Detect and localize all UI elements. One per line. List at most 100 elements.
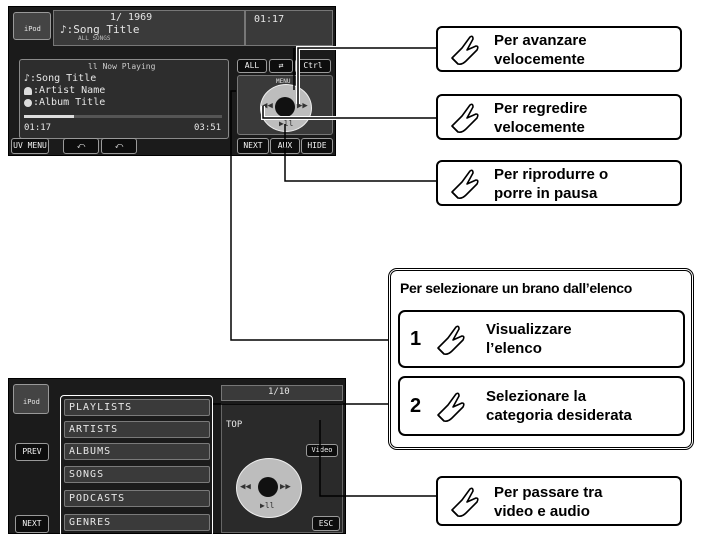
line-step-1 <box>230 90 410 341</box>
list-item-songs[interactable]: SONGS <box>64 466 210 483</box>
song-title-header: ♪:Song Title <box>60 23 140 36</box>
line-video <box>319 420 436 497</box>
step-2-number: 2 <box>410 395 422 417</box>
counter-bar: 1/10 <box>221 385 343 401</box>
ipod-logo-bottom-text: iPod <box>23 398 40 406</box>
progress-fill <box>24 115 74 118</box>
next-label: NEXT <box>243 141 263 150</box>
esc-button[interactable]: ESC <box>312 516 340 531</box>
progress-track <box>24 115 222 118</box>
line-fast-reverse-core <box>262 106 436 119</box>
callout-pp-line2: porre in pausa <box>494 185 598 202</box>
callout-fast-forward: Per avanzare velocemente <box>436 26 682 72</box>
ctrl-label: Ctrl <box>303 61 323 70</box>
hide-label: HIDE <box>307 141 327 150</box>
callout-video-audio: Per passare tra video e audio <box>436 476 682 526</box>
step-1-line2: l’elenco <box>486 340 542 357</box>
list-counter: 1/10 <box>268 387 290 397</box>
header-bar: 1/ 1969 ♪:Song Title ALL SONGS <box>53 10 245 46</box>
line-fast-forward <box>296 46 436 104</box>
uv-menu-label: UV MENU <box>13 141 47 150</box>
song-line: ♪:Song Title <box>24 73 97 84</box>
now-playing-panel: ll Now Playing ♪:Song Title :Artist Name… <box>19 59 229 139</box>
callout-va-line2: video e audio <box>494 503 590 520</box>
elapsed-time: 01:17 <box>24 123 52 133</box>
fast-reverse-icon[interactable]: ◀◀ <box>262 101 273 111</box>
func-icon-2: ⤺ <box>114 141 124 150</box>
remaining-time: 03:51 <box>194 123 222 133</box>
line-fast-reverse <box>261 106 436 120</box>
ctrl-button[interactable]: Ctrl <box>295 59 331 73</box>
top-screen: iPod 1/ 1969 ♪:Song Title ALL SONGS 01:1… <box>8 6 336 156</box>
bottom-center-button[interactable] <box>258 477 278 497</box>
video-label: Video <box>311 446 333 454</box>
video-button[interactable]: Video <box>306 444 338 457</box>
fast-forward-icon[interactable]: ▶▶ <box>297 101 308 111</box>
callout-play-pause: Per riprodurre o porre in pausa <box>436 160 682 206</box>
list-item-podcasts[interactable]: PODCASTS <box>64 490 210 507</box>
line-fast-forward-core <box>297 47 436 104</box>
bottom-forward-icon[interactable]: ▶▶ <box>280 482 291 492</box>
callout-ff-line1: Per avanzare <box>494 32 587 49</box>
next-button[interactable]: NEXT <box>237 138 269 154</box>
uv-menu-button[interactable]: UV MENU <box>11 138 49 154</box>
dial-menu-label: MENU <box>276 78 291 85</box>
list-item-artists[interactable]: ARTISTS <box>64 421 210 438</box>
ipod-logo: iPod <box>13 12 51 40</box>
category-area: TOP Video ◀◀ ▶▶ ▶ll ESC <box>221 403 343 533</box>
center-button[interactable] <box>275 97 295 117</box>
shuffle-icon-button[interactable]: ⇄ <box>269 59 293 73</box>
next-bottom-label: NEXT <box>22 519 42 528</box>
step-1: 1 Visualizzare l’elenco <box>398 310 685 368</box>
control-dial <box>260 84 312 132</box>
step-1-line1: Visualizzare <box>486 321 572 338</box>
step-1-number: 1 <box>410 328 422 350</box>
step-2-line2: categoria desiderata <box>486 407 632 424</box>
shuffle-all-label: ALL <box>244 61 260 70</box>
play-pause-icon[interactable]: ▶ll <box>279 119 294 128</box>
func-button-1[interactable]: ⤺ <box>63 138 99 154</box>
bottom-reverse-icon[interactable]: ◀◀ <box>240 482 251 492</box>
album-line: :Album Title <box>33 97 106 108</box>
clock-bar: 01:17 <box>245 10 333 46</box>
ipod-logo-text: iPod <box>24 25 41 33</box>
hide-button[interactable]: HIDE <box>301 138 333 154</box>
list-item-playlists[interactable]: PLAYLISTS <box>64 399 210 416</box>
touch-hand-icon <box>451 169 479 199</box>
touch-hand-icon <box>451 103 479 133</box>
now-playing-label: ll Now Playing <box>88 62 156 71</box>
shuffle-all-button[interactable]: ALL <box>237 59 267 73</box>
touch-hand-icon <box>437 392 465 422</box>
list-item-genres[interactable]: GENRES <box>64 514 210 531</box>
bottom-play-pause-icon[interactable]: ▶ll <box>260 501 275 510</box>
line-play-pause <box>284 124 436 182</box>
artist-icon <box>24 87 32 95</box>
step-2-line1: Selezionare la <box>486 388 587 405</box>
func-icon-1: ⤺ <box>76 141 86 150</box>
prev-label: PREV <box>22 447 42 456</box>
track-counter: 1/ 1969 <box>110 12 153 23</box>
list-procedure-title: Per selezionare un brano dall’elenco <box>400 280 632 296</box>
touch-hand-icon <box>451 487 479 517</box>
esc-label: ESC <box>318 519 334 528</box>
step-2: 2 Selezionare la categoria desiderata <box>398 376 685 436</box>
callout-fr-line2: velocemente <box>494 119 585 136</box>
prev-button[interactable]: PREV <box>15 443 49 461</box>
control-dial-area: MENU ◀◀ ▶▶ ▶ll <box>237 75 333 135</box>
callout-fast-reverse: Per regredire velocemente <box>436 94 682 140</box>
callout-va-line1: Per passare tra <box>494 484 603 501</box>
album-icon <box>24 99 32 107</box>
touch-hand-icon <box>451 35 479 65</box>
callout-fr-line1: Per regredire <box>494 100 588 117</box>
touch-hand-icon <box>437 325 465 355</box>
shuffle-icon: ⇄ <box>278 61 284 70</box>
func-button-2[interactable]: ⤺ <box>101 138 137 154</box>
next-button-bottom[interactable]: NEXT <box>15 515 49 533</box>
callout-pp-line1: Per riprodurre o <box>494 166 609 183</box>
time-of-day: 01:17 <box>254 14 285 25</box>
mode-label: ALL SONGS <box>78 35 111 42</box>
artist-line: :Artist Name <box>33 85 106 96</box>
list-item-albums[interactable]: ALBUMS <box>64 443 210 460</box>
callout-ff-line2: velocemente <box>494 51 585 68</box>
